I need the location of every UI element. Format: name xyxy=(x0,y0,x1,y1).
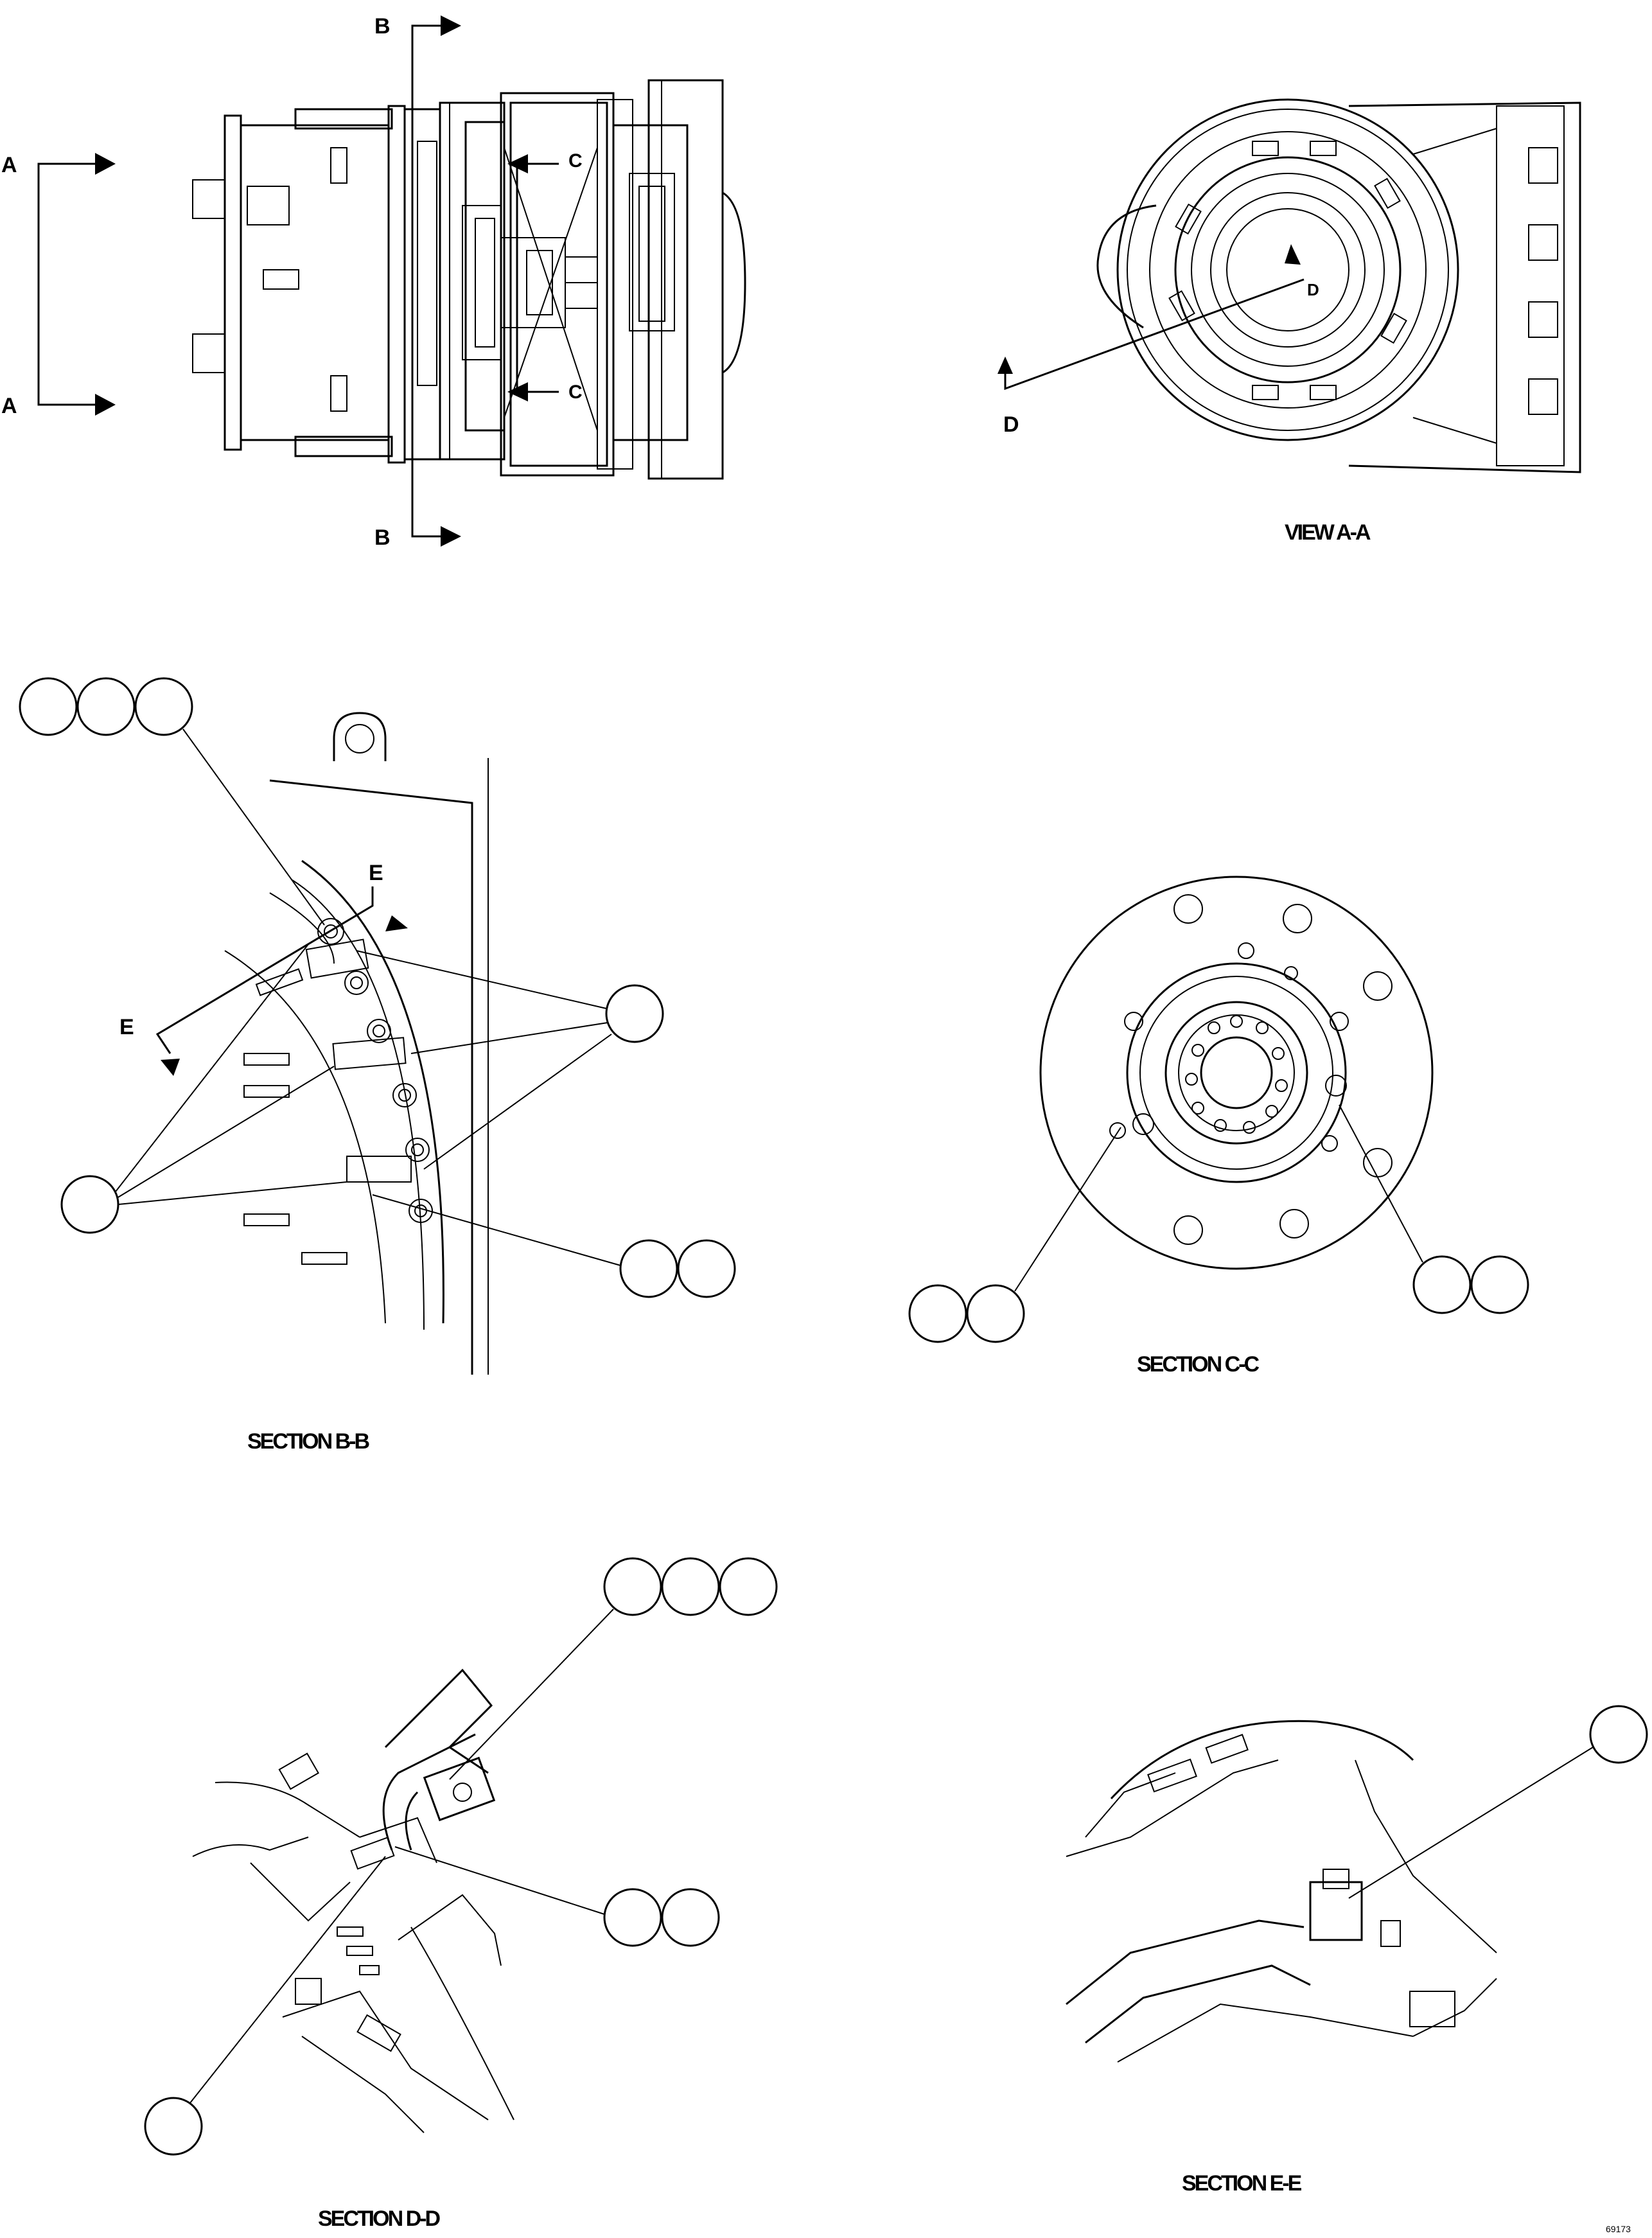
label-d-view: D xyxy=(1003,412,1019,437)
label-c-bottom: C xyxy=(568,382,583,403)
callout-group-ee xyxy=(1348,1705,1648,1899)
label-a-bottom: A xyxy=(1,394,17,418)
section-arrow-c xyxy=(507,154,559,401)
section-cc: SECTION C-C xyxy=(908,876,1529,1377)
section-arrow-b xyxy=(411,15,461,547)
caption-section-bb: SECTION B-B xyxy=(247,1429,369,1454)
callout-group-bb-top xyxy=(19,677,325,926)
section-arrow-e xyxy=(155,886,408,1076)
label-a-top: A xyxy=(1,153,17,177)
caption-view-aa: VIEW A-A xyxy=(1285,520,1371,545)
caption-section-cc: SECTION C-C xyxy=(1137,1352,1259,1377)
callout-group-bb-left xyxy=(60,944,347,1234)
section-arrow-a xyxy=(37,153,116,416)
callout-group-dd-top xyxy=(449,1557,778,1780)
callout-group-dd-right xyxy=(394,1846,720,1947)
side-view: A A B B xyxy=(1,14,746,550)
section-arrow-d xyxy=(997,244,1305,391)
section-ee: SECTION E-E xyxy=(1066,1705,1648,2196)
label-b-bottom: B xyxy=(374,525,391,550)
view-aa: D D VIEW A-A xyxy=(997,98,1581,545)
section-dd: SECTION D-D xyxy=(144,1557,778,2231)
figure-id: 69173 xyxy=(1606,2224,1631,2234)
callout-group-bb-bottom xyxy=(372,1194,736,1298)
callout-group-bb-right xyxy=(356,950,664,1170)
label-e-top: E xyxy=(369,861,383,885)
callout-group-dd-bottom xyxy=(144,1856,386,2156)
label-c-top: C xyxy=(568,150,583,172)
label-e-left: E xyxy=(119,1015,134,1039)
caption-section-ee: SECTION E-E xyxy=(1182,2171,1302,2196)
caption-section-dd: SECTION D-D xyxy=(318,2207,440,2231)
callout-group-cc-left xyxy=(908,1127,1121,1343)
callout-group-cc-right xyxy=(1339,1104,1529,1314)
label-b-top: B xyxy=(374,14,391,39)
section-bb: E E SECTION B-B xyxy=(19,677,736,1454)
label-d-center: D xyxy=(1307,280,1319,299)
